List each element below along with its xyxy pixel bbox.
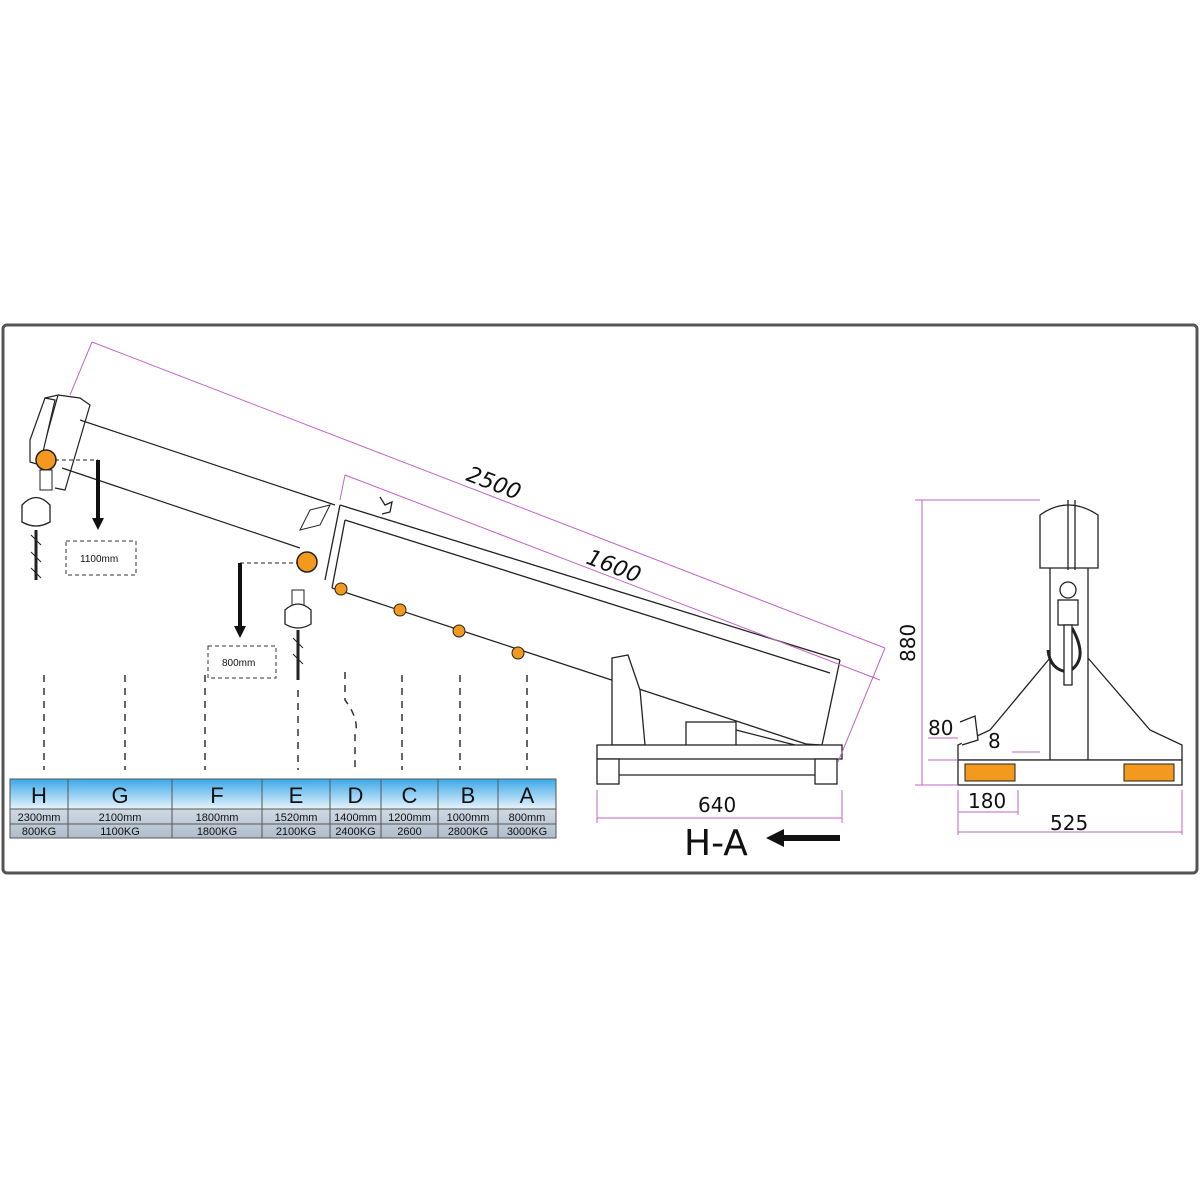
position-pins bbox=[334, 582, 525, 660]
table-load: 2800KG bbox=[448, 826, 488, 838]
drop-label-800: 800mm bbox=[222, 658, 255, 669]
table-position: D bbox=[348, 783, 364, 808]
table-reach: 800mm bbox=[509, 812, 546, 824]
table-reach: 2300mm bbox=[18, 812, 61, 824]
dim-640: 640 bbox=[698, 793, 736, 817]
position-guides bbox=[43, 672, 528, 770]
table-load: 3000KG bbox=[507, 826, 547, 838]
load-table: H 2300mm 800KG G 2100mm 1100KG F 1800mm 1800KG E 1… bbox=[9, 778, 557, 839]
extended-boom bbox=[29, 394, 336, 549]
reflector-right bbox=[1123, 763, 1175, 782]
dim-880: 880 bbox=[896, 624, 920, 662]
table-position: E bbox=[289, 783, 304, 808]
dim-base-width bbox=[596, 790, 843, 823]
drop-arrow-h: 1100mm bbox=[55, 459, 137, 576]
table-position: C bbox=[402, 783, 418, 808]
table-position: H bbox=[31, 783, 47, 808]
pin-c-icon bbox=[393, 603, 407, 617]
table-load: 2400KG bbox=[335, 826, 375, 838]
table-load: 1800KG bbox=[197, 826, 237, 838]
table-reach: 1200mm bbox=[388, 812, 431, 824]
pin-e-icon bbox=[296, 551, 318, 573]
drop-label-1100: 1100mm bbox=[80, 554, 118, 565]
table-reach: 1520mm bbox=[275, 812, 318, 824]
pin-a-icon bbox=[511, 646, 525, 660]
view-label: H-A bbox=[684, 823, 748, 864]
dim-8: 8 bbox=[988, 729, 1001, 753]
dim-180: 180 bbox=[968, 789, 1006, 813]
pin-b-icon bbox=[452, 624, 466, 638]
table-reach: 2100mm bbox=[99, 812, 142, 824]
hook-e bbox=[284, 504, 331, 680]
table-load: 2600 bbox=[397, 826, 421, 838]
table-load: 1100KG bbox=[100, 826, 140, 838]
table-reach: 1400mm bbox=[334, 812, 377, 824]
front-dimensions bbox=[915, 499, 1183, 835]
table-position: F bbox=[210, 783, 223, 808]
table-load: 800KG bbox=[22, 826, 56, 838]
view-arrow-icon bbox=[766, 829, 840, 847]
reflector-left bbox=[964, 763, 1016, 782]
dim-525: 525 bbox=[1050, 811, 1088, 835]
dim-80: 80 bbox=[928, 716, 953, 740]
table-position: A bbox=[520, 783, 535, 808]
pin-h-icon bbox=[35, 449, 57, 471]
table-reach: 1000mm bbox=[447, 812, 490, 824]
drawing-frame bbox=[1, 323, 1199, 875]
table-position: B bbox=[461, 783, 476, 808]
pin-d-icon bbox=[334, 582, 348, 596]
dimension-lines bbox=[69, 341, 886, 763]
drop-arrow-e: 800mm bbox=[207, 562, 298, 679]
main-boom bbox=[324, 496, 843, 785]
table-reach: 1800mm bbox=[196, 812, 239, 824]
table-load: 2100KG bbox=[276, 826, 316, 838]
table-position: G bbox=[111, 783, 128, 808]
